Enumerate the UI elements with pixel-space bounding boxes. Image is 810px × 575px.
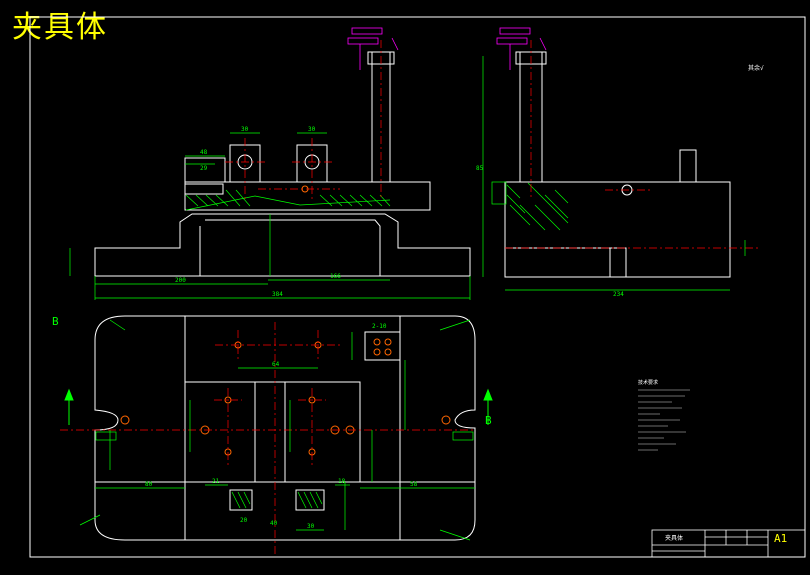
section-label-left: B [52, 315, 59, 328]
front-tolerance-callout [347, 27, 399, 70]
dim-front-total: 384 [272, 291, 283, 298]
section-arrows [64, 388, 493, 425]
plan-dimension-text: 64 80 58 40 21 18 30 2-10 20 [145, 323, 418, 530]
front-hatch [185, 189, 391, 211]
plan-hatch [231, 491, 323, 509]
roughness-note: 其余√ [748, 64, 764, 72]
title-block-sheet-size: A1 [774, 532, 787, 545]
side-hatch [506, 182, 569, 231]
side-view [504, 51, 731, 278]
dim-plan-left: 80 [145, 481, 153, 488]
side-dimension-text: 234 85 [476, 165, 624, 298]
front-pocket-outline [199, 219, 381, 276]
plan-center-rib [254, 381, 286, 483]
front-pin-hole [301, 185, 309, 193]
plan-dimensions [79, 319, 475, 541]
plan-centerlines [60, 322, 475, 555]
title-block-name: 夹具体 [665, 534, 683, 542]
side-dimensions [482, 56, 746, 291]
plan-main-block [184, 315, 401, 541]
dim-plan-bottom: 40 [270, 520, 278, 527]
front-dimensions [69, 132, 471, 300]
side-centerlines [505, 40, 760, 249]
dim-front-left: 200 [175, 277, 186, 284]
dim-plan-hole-pitch: 30 [307, 523, 315, 530]
front-view [94, 51, 471, 277]
dim-front-width-b: 29 [200, 165, 208, 172]
plan-base-outline [94, 315, 476, 541]
dim-front-top-right: 30 [308, 126, 316, 133]
tech-req-title: 技术要求 [638, 379, 658, 386]
dim-plan-pin: 2-10 [372, 323, 387, 330]
side-tolerance-callout [496, 27, 547, 70]
sheet-border [29, 16, 806, 558]
front-left-slot [184, 183, 224, 195]
dim-plan-inner-b: 18 [338, 478, 346, 485]
plan-bottom-block-right [295, 489, 325, 511]
front-base-outline [94, 213, 471, 277]
dim-side-height: 85 [476, 165, 484, 172]
title-block [651, 529, 806, 558]
technical-requirements: 技术要求 [638, 379, 690, 451]
front-dimension-text: 30 30 384 200 166 48 29 [175, 126, 341, 298]
plan-pin-block [364, 331, 401, 361]
plan-fixture-area [184, 381, 361, 483]
dim-front-top-left: 30 [241, 126, 249, 133]
plan-bottom-block-left [229, 489, 253, 511]
section-label-right: B [485, 414, 492, 427]
plan-view [94, 315, 476, 541]
side-pin [609, 247, 627, 278]
front-left-boss [184, 157, 226, 183]
drawing-title: 夹具体 [12, 10, 108, 45]
side-top-boss [679, 149, 697, 183]
side-body [504, 181, 731, 278]
dim-plan-inner-a: 21 [212, 478, 220, 485]
dim-plan-bottom-label: 20 [240, 517, 248, 524]
dim-plan-right: 58 [410, 481, 418, 488]
dim-front-right: 166 [330, 273, 341, 280]
dim-front-width-a: 48 [200, 149, 208, 156]
dim-plan-mid: 64 [272, 361, 280, 368]
dim-side-total: 234 [613, 291, 624, 298]
front-upper-body [184, 181, 431, 211]
front-centerlines [225, 40, 382, 200]
